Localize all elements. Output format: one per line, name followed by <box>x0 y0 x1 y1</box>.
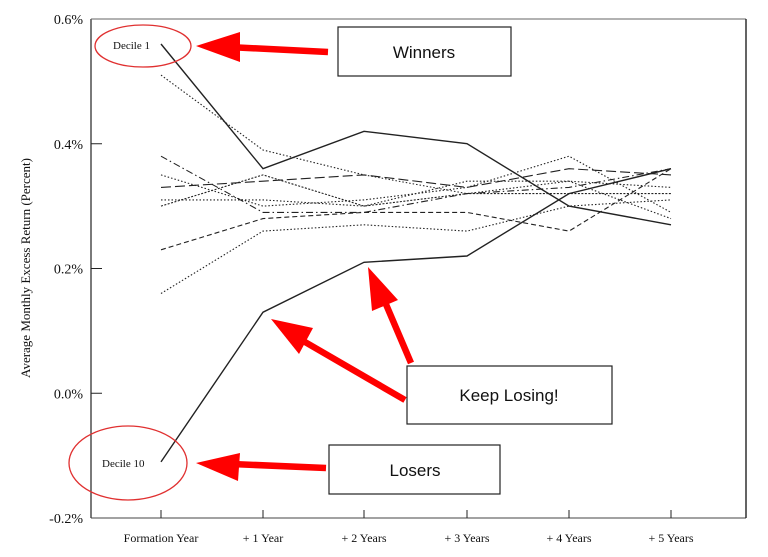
x-tick-label: + 1 Year <box>243 531 283 545</box>
series-line-decile-4 <box>160 155 672 213</box>
winners-arrowhead <box>196 32 240 62</box>
winners-arrow <box>227 43 329 56</box>
y-axis-title: Average Monthly Excess Return (Percent) <box>18 158 33 378</box>
series-line-decile-6 <box>161 180 672 207</box>
keep-losing-box <box>406 365 613 425</box>
plot-frame <box>90 18 747 519</box>
series-line-decile-9 <box>160 199 672 294</box>
y-tick-label: 0.4% <box>54 138 84 153</box>
winners-text: Winners <box>393 43 455 62</box>
x-tick-label: + 3 Years <box>444 531 489 545</box>
x-tick-label: + 2 Years <box>341 531 386 545</box>
series-line-decile-7 <box>160 174 671 207</box>
series-line-decile-5 <box>160 168 672 188</box>
losers-box <box>328 444 501 495</box>
decile-10-label: Decile 10 <box>102 458 145 470</box>
arrows <box>196 32 414 481</box>
x-tick-label: + 5 Years <box>648 531 693 545</box>
x-tick-label: + 4 Years <box>546 531 591 545</box>
x-axis-ticks: Formation Year + 1 Year + 2 Years + 3 Years… <box>124 510 694 545</box>
keep-losing-arrow-1 <box>303 339 407 403</box>
y-axis-ticks: 0.6% 0.4% 0.2% 0.0% -0.2% <box>49 13 102 527</box>
keep-losing-arrowhead-1 <box>271 319 313 354</box>
y-tick-label: -0.2% <box>49 512 83 527</box>
series-line-decile-3 <box>160 155 672 213</box>
keep-losing-arrow-2 <box>382 300 414 365</box>
series-group <box>160 43 672 463</box>
decile-10-annotation: Decile 10 <box>68 425 188 501</box>
decile-10-ellipse <box>68 425 188 501</box>
series-line-decile-10 <box>160 168 672 463</box>
losers-arrow <box>231 460 327 472</box>
decile-1-annotation: Decile 1 <box>94 24 192 68</box>
y-tick-label: 0.6% <box>54 13 84 28</box>
losers-text: Losers <box>389 461 440 480</box>
winners-box <box>337 26 512 77</box>
winners-callout: Winners <box>337 26 512 77</box>
losers-callout: Losers <box>328 444 501 495</box>
decile-1-ellipse <box>94 24 192 68</box>
decile-1-label: Decile 1 <box>113 40 150 52</box>
series-line-decile-1 <box>160 43 672 226</box>
keep-losing-arrowhead-2 <box>368 267 398 311</box>
keep-losing-callout: Keep Losing! <box>406 365 613 425</box>
series-line-decile-2 <box>160 74 672 220</box>
x-tick-label: Formation Year <box>124 531 199 545</box>
series-line-decile-8 <box>160 168 672 251</box>
losers-arrowhead <box>196 453 240 481</box>
y-tick-label: 0.2% <box>54 263 84 278</box>
keep-losing-text: Keep Losing! <box>459 386 558 405</box>
y-tick-label: 0.0% <box>54 387 84 402</box>
